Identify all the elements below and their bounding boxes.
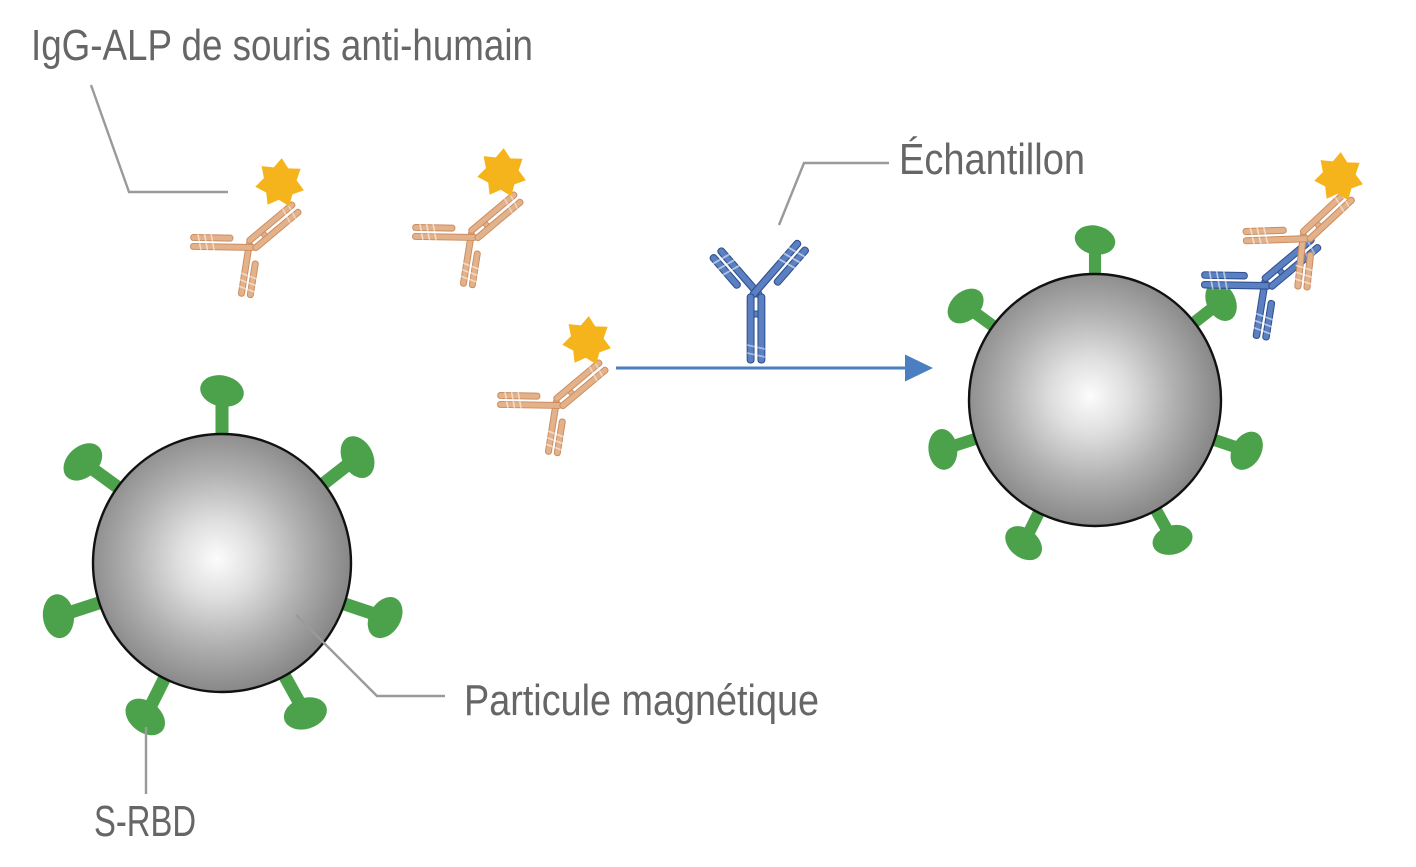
svg-text:IgG-ALP de souris anti-humain: IgG-ALP de souris anti-humain bbox=[31, 21, 533, 70]
svg-text:Échantillon: Échantillon bbox=[899, 135, 1085, 184]
svg-text:S-RBD: S-RBD bbox=[94, 797, 196, 846]
svg-text:Particule magnétique: Particule magnétique bbox=[464, 676, 819, 725]
